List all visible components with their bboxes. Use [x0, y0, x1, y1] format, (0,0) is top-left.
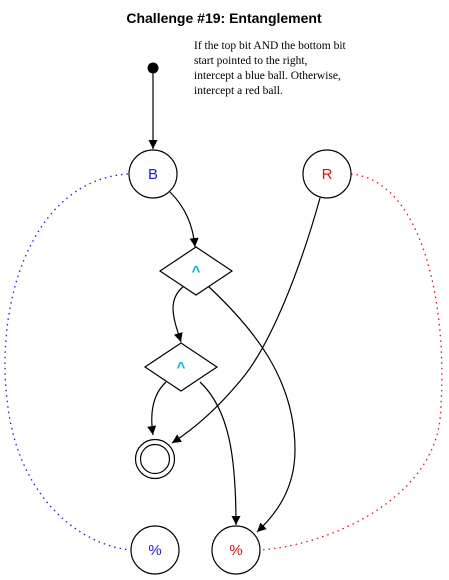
red-launcher-node: R: [302, 149, 352, 199]
diagram-title: Challenge #19: Entanglement: [126, 10, 322, 26]
red-dotted-link: [259, 173, 443, 551]
exit-inner-circle: [139, 443, 171, 475]
gate-top-label: ^: [192, 263, 201, 280]
red-interceptor-label: %: [229, 542, 242, 559]
red-interceptor-circle: [211, 525, 261, 575]
description-line: If the top bit AND the bottom bit: [194, 40, 347, 52]
edge-gate-top-to-red-interceptor: [207, 285, 296, 533]
blue-dotted-link: [4, 173, 132, 551]
start-point: [147, 62, 159, 74]
edge-gate-bottom-to-exit: [147, 381, 167, 436]
blue-launcher-label: B: [148, 166, 158, 183]
gate-bottom-node: ^: [143, 342, 219, 392]
blue-interceptor-circle: [130, 525, 180, 575]
exit-node: [134, 438, 176, 480]
red-interceptor-node: %: [211, 525, 261, 575]
blue-interceptor-node: %: [130, 525, 180, 575]
challenge-description: If the top bit AND the bottom bit start …: [194, 40, 349, 97]
description-line: intercept a blue ball. Otherwise,: [194, 70, 341, 82]
edge-gate-top-to-gate-bottom: [172, 285, 185, 343]
gate-bottom-label: ^: [177, 359, 186, 376]
gate-bottom-diamond: [143, 342, 219, 392]
gate-top-node: ^: [158, 246, 234, 296]
blue-interceptor-label: %: [148, 542, 161, 559]
blue-launcher-circle: [128, 149, 178, 199]
edge-r-to-exit: [171, 197, 321, 444]
description-line: intercept a red ball.: [194, 85, 283, 97]
gate-top-diamond: [158, 246, 234, 296]
red-launcher-label: R: [322, 166, 333, 183]
description-line: start pointed to the right,: [194, 55, 308, 67]
edge-b-to-gate-top: [169, 191, 199, 248]
blue-launcher-node: B: [128, 149, 178, 199]
edge-gate-bottom-to-red-interceptor: [199, 381, 241, 526]
red-launcher-circle: [302, 149, 352, 199]
